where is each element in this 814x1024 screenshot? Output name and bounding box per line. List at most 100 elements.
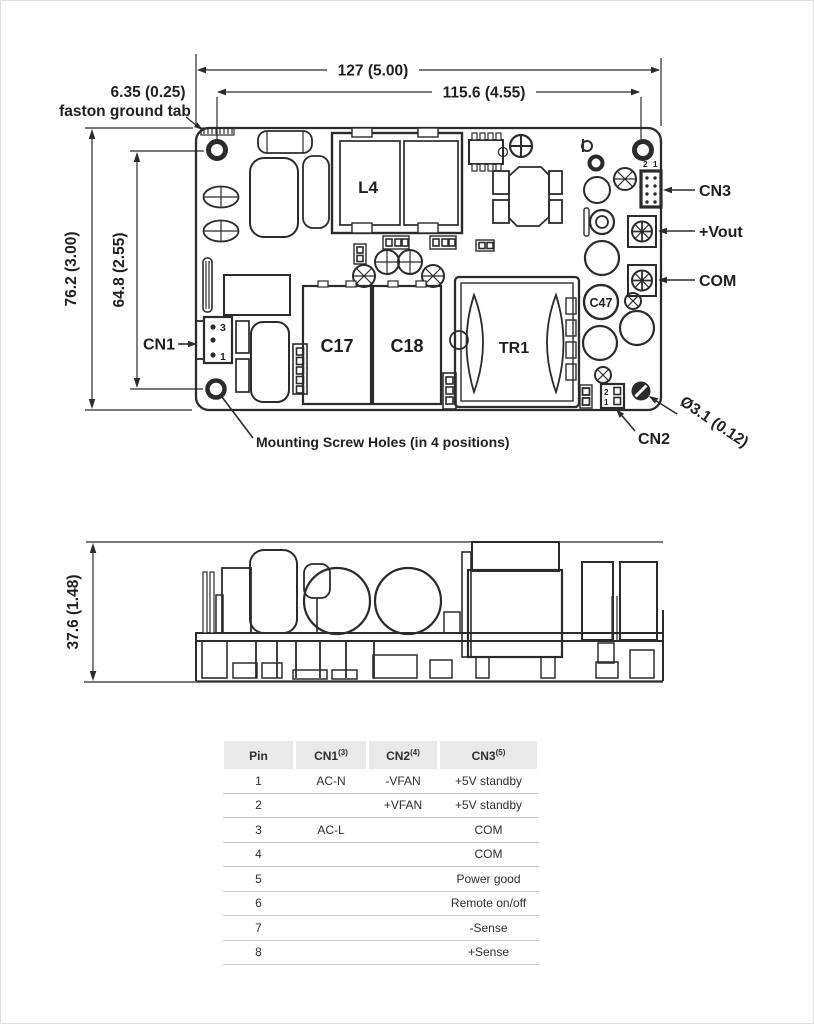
callout-cn2: CN2 [616,409,670,448]
capacitor-round-2 [583,239,621,277]
fuse-oval-2 [202,219,240,243]
board-outline [194,126,663,412]
col-header-pin: Pin [221,741,296,769]
capacitor-c18: C18 [371,280,443,406]
capacitor-round-1 [583,176,611,204]
label-cn3: CN3 [699,183,731,200]
cn2-pin1-mark: 1 [604,398,609,407]
label-c18: C18 [390,336,423,356]
label-l4: L4 [358,178,378,197]
side-small-block [443,611,461,634]
cell-pin: 3 [222,817,295,843]
callout-mounting-holes: Mounting Screw Holes (in 4 positions) [221,396,510,450]
table-row: 1 AC-N -VFAN +5V standby [222,769,539,794]
wire-loop [581,139,593,152]
mounting-hole-bottom-left [205,378,227,400]
side-view-height-reference [84,541,663,683]
table-row: 5 Power good [222,866,539,892]
dim-side-height-label: 37.6 (1.48) [65,575,82,650]
cn1-connector: 3 1 [195,315,234,365]
screw-head-top [508,133,534,159]
dim-hole-span-height: 64.8 (2.55) [111,150,204,390]
dip-ic [468,132,509,172]
pin-header-2 [475,239,495,252]
screw-head-c47 [624,292,642,310]
cn2-connector: 2 1 [599,382,626,410]
col-header-cn2: CN2(4) [366,741,440,769]
side-toroid-large [249,549,298,634]
transformer-tr1: TR1 [449,275,581,409]
smd-part-1 [235,320,250,354]
callout-com: COM [658,273,736,290]
dim-hole-diameter-label: Ø3.1 (0.12) [677,393,752,451]
cell-pin: 7 [222,915,295,941]
callout-cn3: CN3 [663,183,731,200]
cell-cn1: AC-L [294,817,368,843]
screw-head-right-top [613,167,637,191]
cell-pin: 5 [222,866,295,892]
cell-cn2 [367,842,439,867]
cell-cn1 [294,891,368,916]
pcb-top-view-drawing: L4 [59,54,752,451]
pin-header-5 [292,343,308,395]
table-row: 4 COM [222,842,539,867]
capacitor-c17: C17 [301,280,373,406]
label-com: COM [699,273,736,290]
dim-hole-span-width-label: 115.6 (4.55) [443,85,526,102]
side-capacitor-2 [373,566,443,636]
mounting-hole-top-left [206,139,228,161]
cylindrical-capacitor [257,130,313,154]
capacitor-round-3 [618,309,656,347]
cell-pin: 8 [222,940,295,965]
cell-pin: 4 [222,842,295,867]
side-block-left [215,567,252,634]
fuse-oval-1 [202,185,240,209]
connector-pin-table: Pin CN1(3) CN2(4) CN3(5) 1 AC-N -VFAN +5… [221,741,540,965]
pin-header-vertical-2 [353,243,367,265]
table-row: 6 Remote on/off [222,891,539,916]
label-c47: C47 [590,296,613,310]
striped-resistor [202,257,213,313]
table-row: 8 +Sense [222,940,539,965]
cell-pin: 6 [222,891,295,916]
side-transformer [461,541,564,679]
cell-cn1 [294,940,368,965]
cell-cn2 [367,866,439,892]
cell-cn1 [294,793,368,818]
cell-cn3: +5V standby [438,769,539,794]
cell-cn1 [294,866,368,892]
dim-tab-offset-label: 6.35 (0.25) [111,84,186,101]
cell-cn3: Remote on/off [438,891,539,916]
col-header-cn3: CN3(5) [437,741,540,769]
table-row: 2 +VFAN +5V standby [222,793,539,818]
callout-vout: +Vout [658,224,743,241]
mounting-hole-bottom-right [631,381,651,401]
vout-terminal [627,215,657,248]
cell-cn3: +5V standby [438,793,539,818]
cell-cn2 [367,891,439,916]
pcb-side-view-drawing: 37.6 (1.48) [65,541,664,683]
dim-board-height-label: 76.2 (3.00) [63,232,80,307]
dim-board-width: 127 (5.00) [195,54,662,126]
relay-block [223,274,291,316]
capacitor-round-4 [581,324,619,362]
label-cn1: CN1 [143,337,175,354]
cn1-pin3-mark: 3 [220,322,226,334]
cell-cn2 [367,817,439,843]
callout-faston-tab: 6.35 (0.25) faston ground tab [59,84,203,130]
col-header-cn1: CN1(3) [293,741,369,769]
cn3-pin-marks: 2 1 [643,159,659,169]
cell-cn3: COM [438,817,539,843]
mounting-hole-top-right [632,139,654,161]
table-row: 7 -Sense [222,915,539,941]
two-pin-part [579,384,593,409]
dim-hole-span-height-label: 64.8 (2.55) [111,233,128,308]
label-vout: +Vout [699,224,743,241]
cell-cn2 [367,940,439,965]
side-faston-pins [202,571,215,634]
side-capacitor-1 [302,566,372,636]
dim-side-height: 37.6 (1.48) [65,543,97,681]
cell-cn3: Power good [438,866,539,892]
cell-cn2: +VFAN [367,793,439,818]
cn1-pin1-mark: 1 [220,351,226,363]
